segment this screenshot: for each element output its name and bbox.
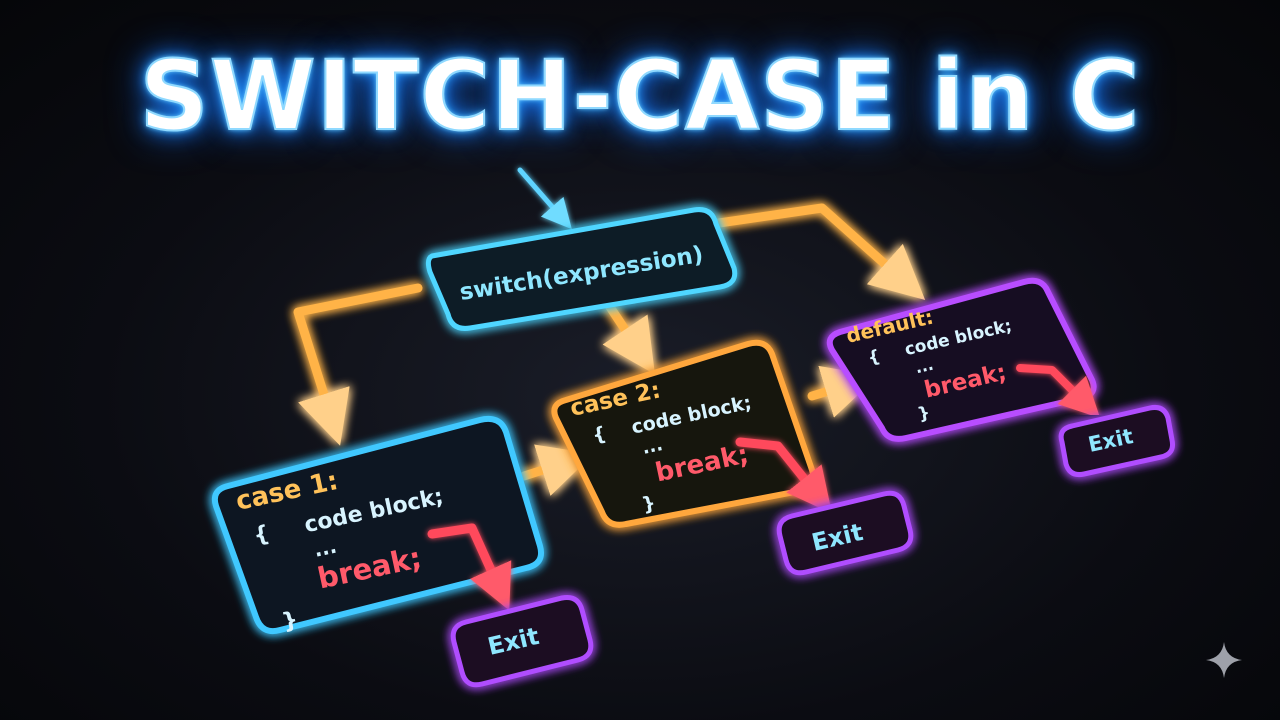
switch-box: switch(expression)	[425, 207, 738, 331]
default-break-arrow	[1016, 364, 1101, 419]
case1-dots: ...	[311, 534, 338, 562]
case2-break-arrow	[735, 437, 833, 514]
case1-close-brace: }	[280, 607, 301, 635]
case2-open-brace: {	[590, 423, 608, 447]
case1-exit-box: Exit	[450, 595, 594, 688]
default-exit-box: Exit	[1058, 405, 1175, 477]
arrow-switch-to-case2	[602, 299, 655, 375]
case2-close-brace: }	[640, 492, 658, 516]
case1-open-brace: {	[251, 521, 272, 549]
default-close-brace: }	[916, 403, 932, 425]
arrow-case2-to-default	[807, 365, 878, 418]
case2-exit-box: Exit	[776, 490, 914, 576]
flow-arrows	[293, 203, 926, 496]
entry-arrow	[517, 167, 572, 230]
arrow-switch-to-case1	[293, 283, 423, 446]
arrow-switch-to-default	[707, 203, 926, 300]
page-title: SWITCH-CASE in C	[139, 39, 1141, 153]
default-box: default: { code block; ... break; }	[826, 277, 1101, 442]
case1-break-arrow	[427, 523, 512, 611]
default-open-brace: {	[866, 346, 882, 368]
arrow-case1-to-case2	[519, 444, 594, 496]
case2-dots: ...	[640, 434, 664, 459]
case2-box: case 2: { code block; ... break; }	[551, 339, 833, 528]
default-dots: ...	[913, 355, 935, 378]
case1-box: case 1: { code block; ... break; }	[211, 415, 544, 635]
sparkle-icon	[1206, 642, 1242, 678]
